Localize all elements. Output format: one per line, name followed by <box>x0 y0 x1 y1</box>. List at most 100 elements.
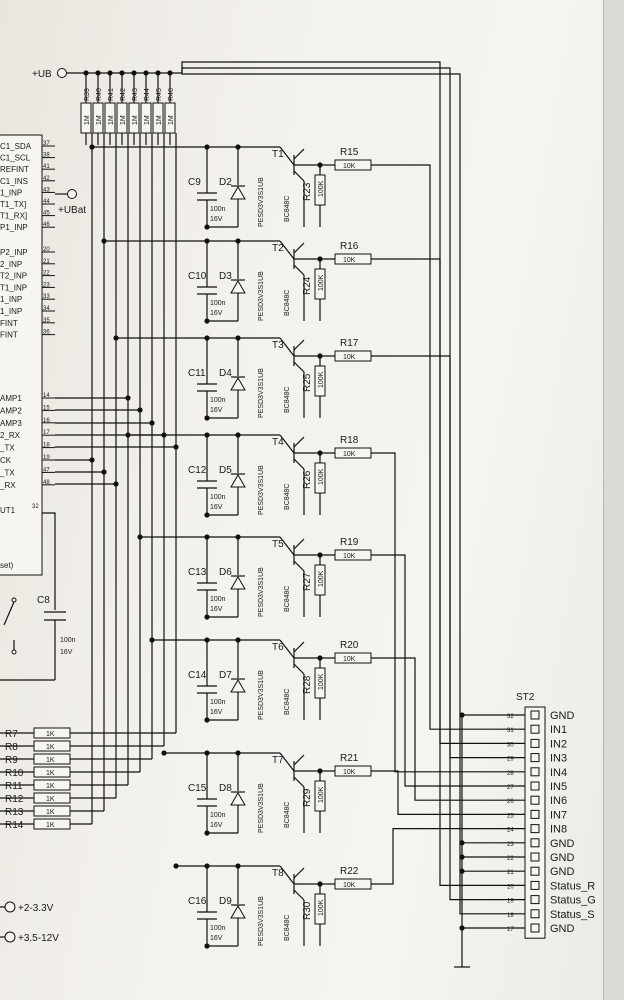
pull-resistor-r30 <box>314 893 326 925</box>
transistor-type: BC848C <box>284 915 291 941</box>
mcu-pin-name: 1_INP <box>0 188 22 197</box>
cap-voltage: 16V <box>210 504 223 511</box>
power-symbols: +UB+UBat+2-3.3V+3.5-12V <box>4 68 86 944</box>
pullup-resistor-r45 <box>152 102 164 134</box>
mcu-pin-name: AMP1 <box>0 394 22 403</box>
transistor-emitter <box>293 776 305 788</box>
mcu-pin-number: 45 <box>43 211 50 217</box>
connector-pin-31 <box>530 724 540 734</box>
c8-value: 100n <box>60 637 76 644</box>
transistor-type: BC848C <box>284 484 291 510</box>
cap-name-c14: C14 <box>188 670 207 681</box>
bias-value: 10K <box>343 451 356 458</box>
status-line-3 <box>181 73 525 915</box>
series-name-r8: R8 <box>5 742 18 753</box>
ubat-terminal <box>67 189 77 199</box>
connector-pin-number: 24 <box>507 828 514 834</box>
bias-resistor-r19 <box>334 549 372 561</box>
pullup-name-r44: R44 <box>144 88 151 101</box>
transistor-collector <box>293 754 305 766</box>
tvs-diode-d5 <box>230 474 246 488</box>
channel-output-line <box>371 452 525 773</box>
transistor-type: BC848C <box>284 802 291 828</box>
cap-value: 100n <box>210 397 226 404</box>
mcu-pin-number: 15 <box>43 405 50 411</box>
bias-name-r21: R21 <box>340 753 359 764</box>
connector-pin-29 <box>530 753 540 763</box>
connector-pin-number: 27 <box>507 785 514 791</box>
connector-pin-28 <box>530 767 540 777</box>
mcu-pin-number: 20 <box>43 247 50 253</box>
transistor-collector <box>293 339 305 351</box>
connector-pin-32 <box>530 710 540 720</box>
wires <box>0 61 525 968</box>
transistor-name-t5: T5 <box>272 539 284 550</box>
tvs-part: PESD3V3S1UB <box>258 896 265 946</box>
connector-pin-label: IN4 <box>550 767 567 779</box>
switch-contact <box>11 597 17 603</box>
cap-name-c12: C12 <box>188 465 207 476</box>
connector-pin-label: IN1 <box>550 724 567 736</box>
mcu-pin-name: _RX <box>0 481 16 490</box>
pull-name-r25: R25 <box>302 373 313 392</box>
ground-junction <box>204 614 210 620</box>
mcu-pin-number: 43 <box>43 187 50 193</box>
series-resistor-r9 <box>33 753 71 765</box>
connector-pin-number: 31 <box>507 728 514 734</box>
cap-voltage: 16V <box>210 709 223 716</box>
connector-pin-24 <box>530 824 540 834</box>
mcu-pin-number: 37 <box>43 141 50 147</box>
bias-resistor-r15 <box>334 159 372 171</box>
connector-pin-27 <box>530 781 540 791</box>
connector-pin-label: IN7 <box>550 809 567 821</box>
diode-name-d4: D4 <box>219 368 232 379</box>
pull-resistor-r28 <box>314 667 326 699</box>
mcu-pin-number: 16 <box>43 418 50 424</box>
series-value: 1K <box>46 757 55 764</box>
series-value: 1K <box>46 744 55 751</box>
mcu-pin-number: 35 <box>43 318 50 324</box>
mcu-pin-number: 33 <box>43 294 50 300</box>
bus-tap-junction <box>101 238 107 244</box>
status-line-2 <box>181 67 525 901</box>
pullup-value: 1M <box>168 115 175 125</box>
connector-pin-label: GND <box>550 838 575 850</box>
mcu-pin-name: FINT <box>0 319 18 328</box>
ground-junction <box>204 224 210 230</box>
connector-pin-number: 23 <box>507 842 514 848</box>
series-resistor-r10 <box>33 766 71 778</box>
mcu-pin-number: 34 <box>43 306 50 312</box>
cap-value: 100n <box>210 596 226 603</box>
bias-value: 10K <box>343 769 356 776</box>
transistor-base <box>279 865 295 885</box>
mcu-pin-number: 38 <box>43 153 50 159</box>
mcu-pin-name: CK <box>0 456 12 465</box>
transistor-base <box>279 639 295 659</box>
pull-value: 100K <box>318 468 325 485</box>
series-value: 1K <box>46 822 55 829</box>
tvs-part: PESD3V3S1UB <box>258 783 265 833</box>
mcu-pin-number: 44 <box>43 199 50 205</box>
mcu-pin-number: 41 <box>43 164 50 170</box>
transistor-collector <box>293 538 305 550</box>
cap-name-c10: C10 <box>188 271 207 282</box>
channel-output-line <box>371 164 525 730</box>
transistor-collector <box>293 148 305 160</box>
pull-value: 100K <box>318 786 325 803</box>
pullup-name-r43: R43 <box>132 88 139 101</box>
connector-pin-number: 28 <box>507 771 514 777</box>
transistor-emitter <box>293 361 305 373</box>
bias-value: 10K <box>343 882 356 889</box>
transistor-name-t8: T8 <box>272 868 284 879</box>
mcu-pin-name: REFINT <box>0 165 29 174</box>
bus-tap-junction <box>89 144 95 150</box>
transistor-emitter <box>293 889 305 901</box>
series-name-r9: R9 <box>5 755 18 766</box>
series-value: 1K <box>46 809 55 816</box>
bias-value: 10K <box>343 553 356 560</box>
ground-junction <box>204 830 210 836</box>
connector-pin-number: 18 <box>507 913 514 919</box>
cap-voltage: 16V <box>210 606 223 613</box>
mcu-pin-number: 36 <box>43 330 50 336</box>
